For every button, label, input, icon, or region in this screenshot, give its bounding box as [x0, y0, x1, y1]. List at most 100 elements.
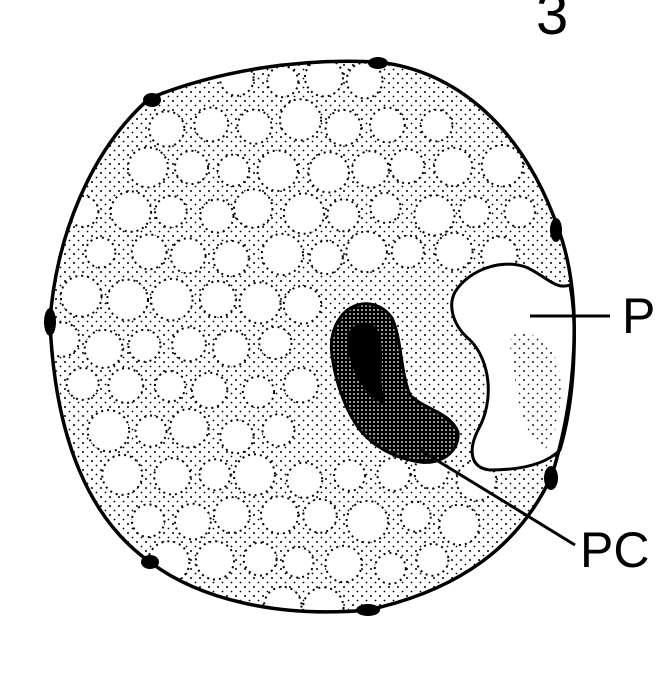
vacuole: [198, 458, 232, 492]
vacuole: [282, 366, 320, 404]
vacuole: [150, 277, 194, 322]
vacuole: [399, 500, 432, 533]
vacuole-network: [50, 61, 537, 612]
vacuole: [263, 585, 303, 612]
vacuole: [390, 234, 425, 269]
vacuole: [351, 150, 390, 189]
membrane-knob: [544, 466, 558, 490]
vacuole: [153, 370, 187, 403]
vacuole: [324, 544, 363, 584]
vacuole: [134, 414, 168, 448]
vacuole: [216, 153, 251, 188]
vacuole: [266, 65, 300, 99]
vacuole: [419, 108, 454, 143]
vacuole: [480, 144, 525, 188]
membrane-knob: [550, 218, 562, 242]
vacuole: [101, 453, 144, 496]
vacuole: [130, 233, 168, 271]
vacuole: [86, 409, 131, 453]
vacuole: [194, 540, 236, 581]
vacuole: [307, 151, 350, 194]
vacuole: [130, 503, 166, 539]
vacuole: [261, 413, 296, 448]
vacuole: [236, 108, 273, 145]
vacuole: [219, 61, 255, 97]
vacuole: [107, 367, 145, 404]
membrane-knobs: [44, 57, 562, 616]
vacuole: [106, 278, 149, 322]
membrane-knob: [141, 555, 159, 569]
vacuole: [389, 148, 426, 185]
vacuole: [193, 106, 230, 143]
vacuole: [242, 541, 278, 577]
vacuole: [282, 192, 326, 235]
vacuole: [127, 328, 162, 363]
vacuole: [198, 280, 237, 319]
vacuole: [258, 325, 293, 360]
vacuole: [83, 328, 124, 369]
vacuole: [59, 274, 103, 318]
vacuole: [171, 326, 207, 363]
membrane-knob: [356, 604, 380, 616]
vacuole: [256, 149, 299, 192]
vacuole: [154, 194, 188, 229]
label-pc: PC: [580, 522, 649, 578]
membrane-knob: [143, 93, 161, 107]
vacuole: [345, 230, 388, 274]
vacuole: [369, 191, 402, 224]
vacuole: [212, 239, 250, 278]
vacuole: [153, 457, 192, 496]
vacuole: [302, 586, 345, 612]
vacuole: [173, 149, 210, 185]
vacuole: [212, 329, 251, 368]
pc-leader-line: [419, 448, 576, 547]
vacuole: [282, 285, 323, 325]
vacuole: [174, 502, 212, 541]
vacuole: [66, 194, 100, 228]
vacuole: [281, 546, 315, 579]
figure-number: 3: [536, 0, 568, 47]
vacuole: [169, 237, 207, 275]
vacuole: [65, 366, 100, 401]
vacuole: [326, 198, 361, 233]
vacuole: [369, 106, 406, 144]
vacuole: [434, 231, 474, 271]
label-p: P: [622, 288, 655, 344]
vacuole: [219, 418, 255, 455]
vacuole: [345, 61, 384, 100]
vacuole: [503, 195, 537, 229]
vacuole: [127, 146, 169, 189]
vacuole: [433, 146, 474, 187]
vacuole: [259, 495, 300, 535]
vacuole: [376, 456, 412, 492]
vacuole: [438, 503, 481, 547]
vacuole: [373, 551, 407, 585]
vacuole: [260, 232, 304, 276]
vacuole: [199, 198, 235, 234]
vacuole: [304, 61, 344, 98]
vacuole: [241, 375, 276, 409]
vacuole: [109, 190, 153, 233]
vacuole: [148, 110, 186, 148]
parasite-chromatin: [329, 302, 460, 464]
vacuole: [302, 498, 338, 534]
vacuole: [333, 458, 367, 492]
vacuole: [324, 109, 363, 147]
vacuole: [232, 453, 276, 497]
vacuole: [84, 236, 117, 269]
membrane-knob: [368, 57, 388, 69]
vacuole: [413, 194, 456, 237]
vacuole: [415, 542, 450, 577]
vacuole: [168, 408, 210, 449]
vacuole: [213, 496, 251, 534]
vacuole: [238, 281, 282, 325]
vacuole: [190, 371, 229, 410]
vacuole: [278, 98, 323, 142]
vacuole: [458, 195, 491, 229]
vacuole: [308, 239, 344, 275]
vacuole: [345, 499, 390, 544]
membrane-knob: [44, 308, 56, 336]
vacuole: [233, 188, 274, 229]
vacuole: [285, 461, 324, 499]
